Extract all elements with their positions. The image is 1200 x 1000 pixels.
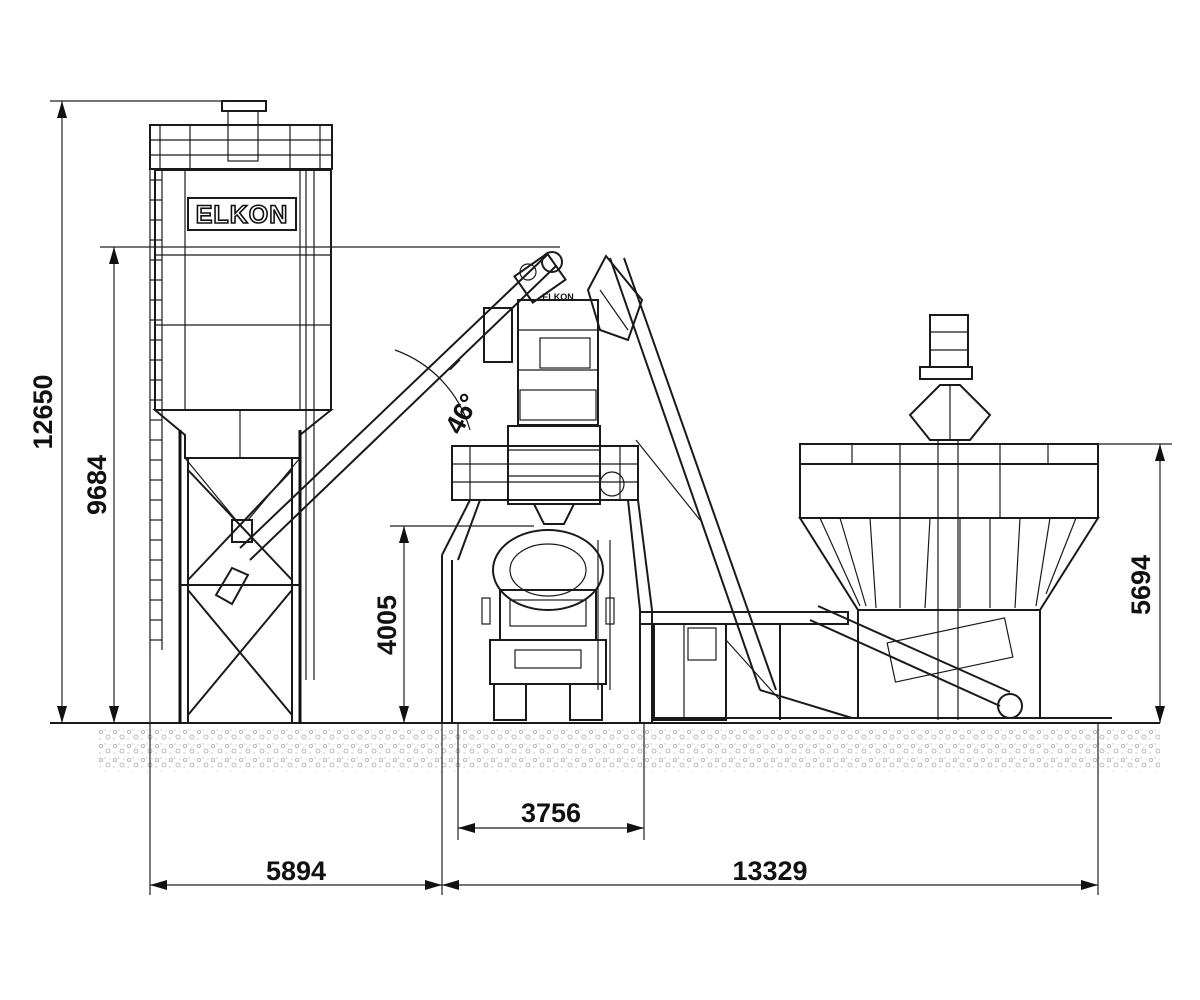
dim-discharge-height: 4005 — [372, 595, 402, 655]
control-cabin — [639, 611, 1112, 721]
dim-plant-length: 13329 — [732, 856, 807, 886]
silo-logo: ELKON — [196, 201, 289, 229]
dim-silo-inlet-height: 9684 — [82, 455, 112, 515]
dim-bunker-height: 5694 — [1126, 555, 1156, 615]
screw-conveyor: 46° — [239, 251, 563, 561]
aggregate-bunker — [798, 314, 1100, 720]
mixer-logo: ELKON — [542, 292, 574, 302]
cement-silo: ELKON — [149, 100, 334, 723]
conveyor-angle: 46° — [439, 389, 485, 439]
mixer-truck — [481, 529, 615, 721]
dimension-lines: 12650 9684 4005 5694 3756 589 — [28, 100, 1172, 895]
mixer-tower: ELKON — [441, 252, 653, 723]
belt-conveyor — [609, 257, 853, 719]
dim-total-height: 12650 — [28, 374, 58, 449]
dim-silo-width: 5894 — [266, 856, 326, 886]
dim-truck-clearance: 3756 — [521, 798, 581, 828]
ground — [50, 722, 1160, 772]
